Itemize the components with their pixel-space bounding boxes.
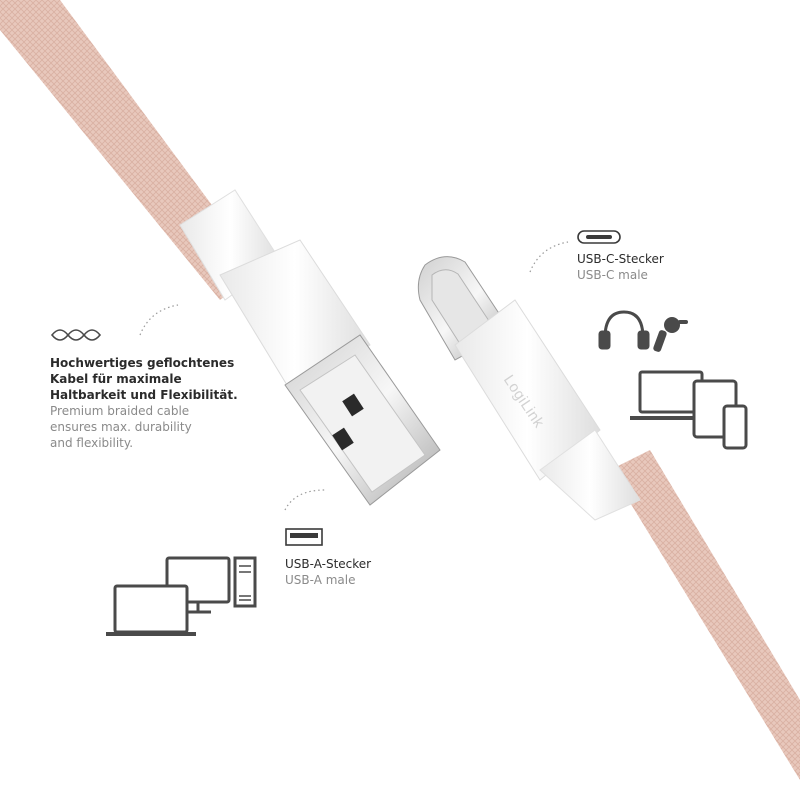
callout-line-usb-c [529, 241, 569, 273]
usb-a-callout: USB-A-Stecker USB-A male [285, 556, 371, 588]
usb-c-callout: USB-C-Stecker USB-C male [577, 251, 664, 283]
braid-infinity-icon [50, 329, 102, 341]
usb-a-body [219, 239, 371, 391]
braided-cable-c [610, 450, 800, 780]
feature-en-line-1: Premium braided cable [50, 404, 190, 418]
callout-line-feature [139, 304, 179, 336]
feature-en-line-2: ensures max. durability [50, 420, 192, 434]
feature-heading-line-2: Kabel für maximale [50, 372, 182, 386]
feature-heading-line-3: Haltbarkeit und Flexibilität. [50, 388, 238, 402]
laptop-monitor-desktop-icon [106, 556, 257, 636]
feature-heading-line-1: Hochwertiges geflochtenes [50, 356, 235, 370]
usb-a-label-en: USB-A male [285, 573, 356, 587]
feature-callout: Hochwertiges geflochtenes Kabel für maxi… [50, 355, 238, 451]
usb-c-body [454, 299, 601, 481]
usb-c-label-en: USB-C male [577, 268, 648, 282]
callout-line-usb-a [284, 489, 326, 511]
usb-a-port-icon [285, 528, 323, 546]
usb-c-label-de: USB-C-Stecker [577, 252, 664, 266]
feature-en-line-3: and flexibility. [50, 436, 134, 450]
usb-a-contact-hole-2 [332, 427, 354, 451]
usb-c-port-icon [577, 230, 621, 244]
usb-a-contact-hole-1 [342, 393, 364, 417]
earbud-icon [653, 317, 688, 352]
usb-a-label-de: USB-A-Stecker [285, 557, 372, 571]
usb-c-strain-relief [539, 429, 641, 521]
laptop-tablet-phone-icon [630, 370, 748, 450]
headphones-icon [598, 310, 650, 350]
